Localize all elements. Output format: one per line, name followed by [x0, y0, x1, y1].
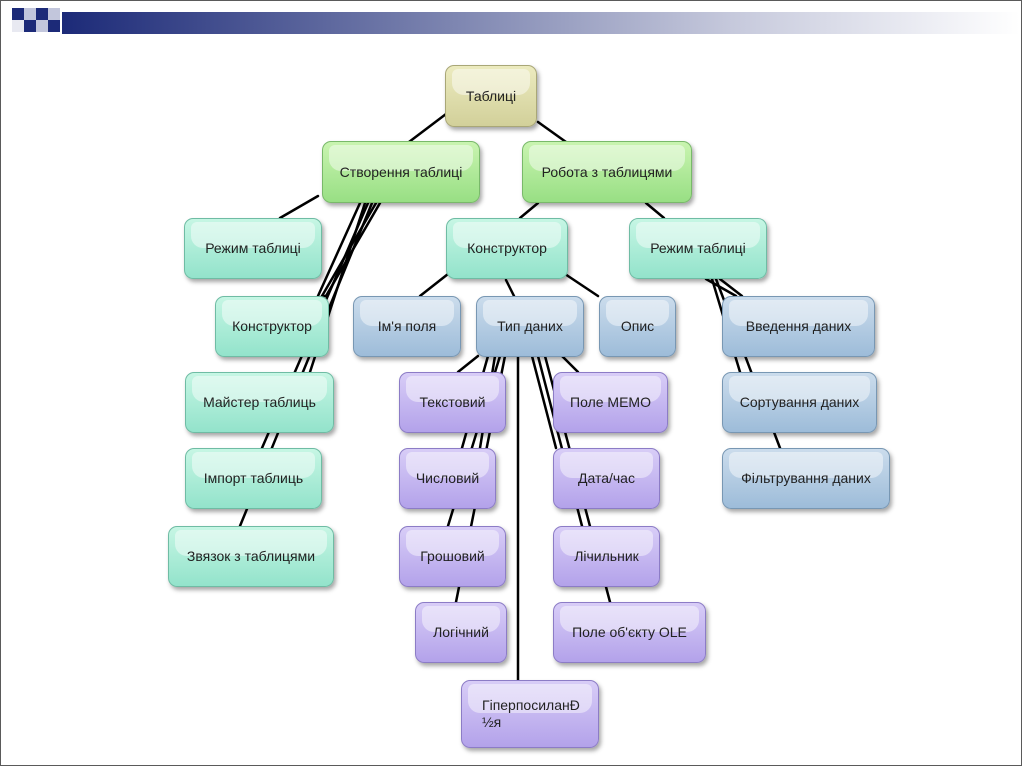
node-type-logical: Логічний: [415, 602, 507, 663]
connector: [324, 201, 382, 298]
node-type-number-label: Числовий: [415, 470, 480, 486]
node-data-entry-label: Введення даних: [745, 318, 852, 334]
node-type-datetime: Дата/час: [553, 448, 660, 509]
node-data-entry: Введення даних: [722, 296, 875, 357]
node-create-table-mode: Режим таблиці: [184, 218, 322, 279]
node-filtering: Фільтрування даних: [722, 448, 890, 509]
connector: [456, 354, 480, 374]
connector: [403, 112, 448, 147]
node-create-constructor: Конструктор: [215, 296, 329, 357]
connector: [418, 272, 450, 298]
node-create-import: Імпорт таблиць: [185, 448, 322, 509]
node-type-logical-label: Логічний: [433, 624, 489, 640]
node-field-name: Ім'я поля: [353, 296, 461, 357]
node-work-constructor-label: Конструктор: [467, 240, 547, 256]
node-field-name-label: Ім'я поля: [377, 318, 437, 334]
node-create-link: Звязок з таблицями: [168, 526, 334, 587]
node-work-constructor: Конструктор: [446, 218, 568, 279]
node-description-label: Опис: [620, 318, 655, 334]
node-root-label: Таблиці: [465, 87, 517, 104]
node-type-currency-label: Грошовий: [420, 548, 485, 564]
node-type-number: Числовий: [399, 448, 496, 509]
node-type-text: Текстовий: [399, 372, 506, 433]
node-description: Опис: [599, 296, 676, 357]
connector: [518, 201, 540, 220]
node-create-link-label: Звязок з таблицями: [186, 548, 316, 564]
node-type-counter: Лічильник: [553, 526, 660, 587]
node-type-counter-label: Лічильник: [574, 548, 639, 564]
connector: [320, 201, 378, 298]
node-create-table-mode-label: Режим таблиці: [205, 240, 301, 256]
node-data-type: Тип даних: [476, 296, 584, 357]
node-create-import-label: Імпорт таблиць: [203, 470, 304, 486]
slide-banner: [12, 8, 1020, 34]
node-type-memo: Поле МЕМО: [553, 372, 668, 433]
node-root: Таблиці: [445, 65, 537, 127]
connector: [278, 194, 320, 220]
connector: [316, 201, 362, 298]
connector: [704, 277, 738, 298]
node-work-table-mode: Режим таблиці: [629, 218, 767, 279]
connector: [536, 120, 568, 144]
node-type-ole: Поле об'єкту OLE: [553, 602, 706, 663]
node-work-with-tables-label: Робота з таблицями: [541, 163, 673, 180]
connector: [530, 354, 558, 450]
node-type-datetime-label: Дата/час: [578, 470, 635, 486]
node-sorting-label: Сортування даних: [739, 394, 860, 410]
node-work-with-tables: Робота з таблицями: [522, 141, 692, 203]
node-filtering-label: Фільтрування даних: [741, 470, 871, 486]
node-create-constructor-label: Конструктор: [232, 318, 312, 334]
node-create-table: Створення таблиці: [322, 141, 480, 203]
node-sorting: Сортування даних: [722, 372, 877, 433]
connector: [644, 201, 666, 220]
node-create-wizard-label: Майстер таблиць: [203, 394, 316, 410]
node-type-hyperlink: ГіперпосиланÐ ½я: [461, 680, 599, 748]
connector: [718, 277, 744, 298]
node-type-ole-label: Поле об'єкту OLE: [572, 624, 687, 640]
connector: [563, 272, 600, 298]
node-type-hyperlink-label: ГіперпосиланÐ ½я: [482, 697, 580, 730]
node-type-text-label: Текстовий: [419, 394, 486, 410]
node-create-wizard: Майстер таблиць: [185, 372, 334, 433]
node-work-table-mode-label: Режим таблиці: [650, 240, 746, 256]
node-type-currency: Грошовий: [399, 526, 506, 587]
connector: [504, 278, 516, 298]
connector: [560, 354, 580, 374]
node-type-memo-label: Поле МЕМО: [570, 394, 651, 410]
node-create-table-label: Створення таблиці: [339, 163, 463, 180]
node-data-type-label: Тип даних: [497, 318, 563, 334]
